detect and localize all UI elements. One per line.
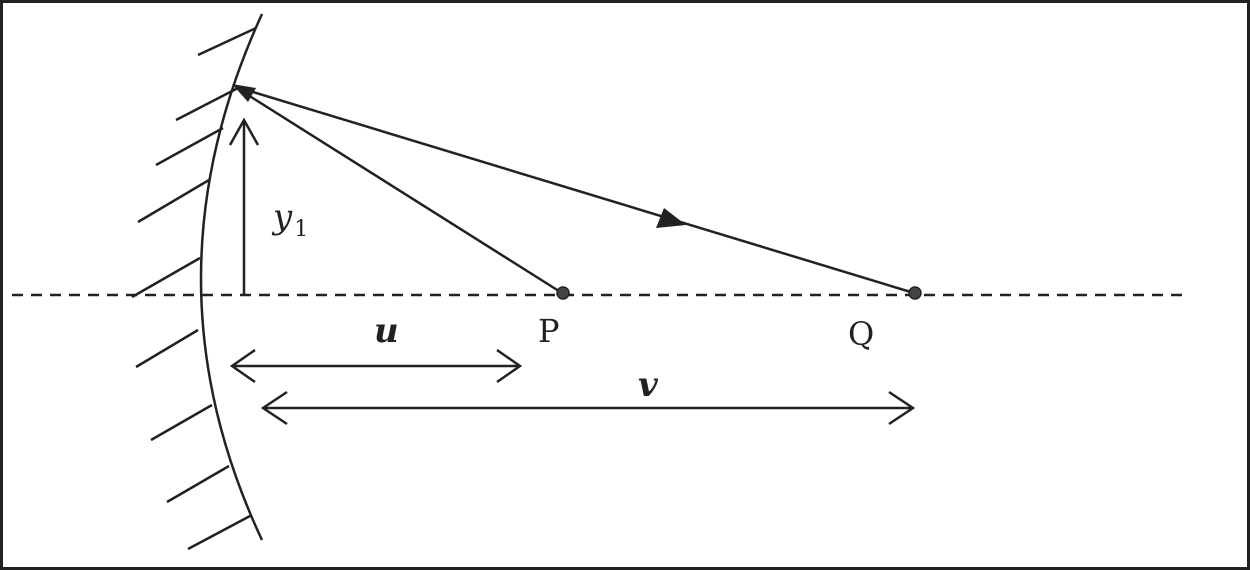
ray-direction-arrowhead-icon <box>656 208 686 228</box>
ray-arrowhead-icon <box>232 84 256 102</box>
incident-ray <box>239 88 563 295</box>
object-point <box>556 286 570 300</box>
object-point-label: P <box>538 312 560 350</box>
image-point-label: Q <box>848 315 874 353</box>
image-point <box>908 286 922 300</box>
reflected-ray <box>239 86 915 295</box>
object-distance-arrow <box>229 348 523 384</box>
mirror-icon <box>199 13 264 541</box>
mirror-hatching <box>131 26 257 551</box>
image-distance-label: v <box>638 365 659 405</box>
height-arrow <box>228 117 260 295</box>
height-label: y1 <box>271 197 308 242</box>
image-distance-arrow <box>260 390 916 426</box>
object-distance-label: u <box>374 311 399 351</box>
